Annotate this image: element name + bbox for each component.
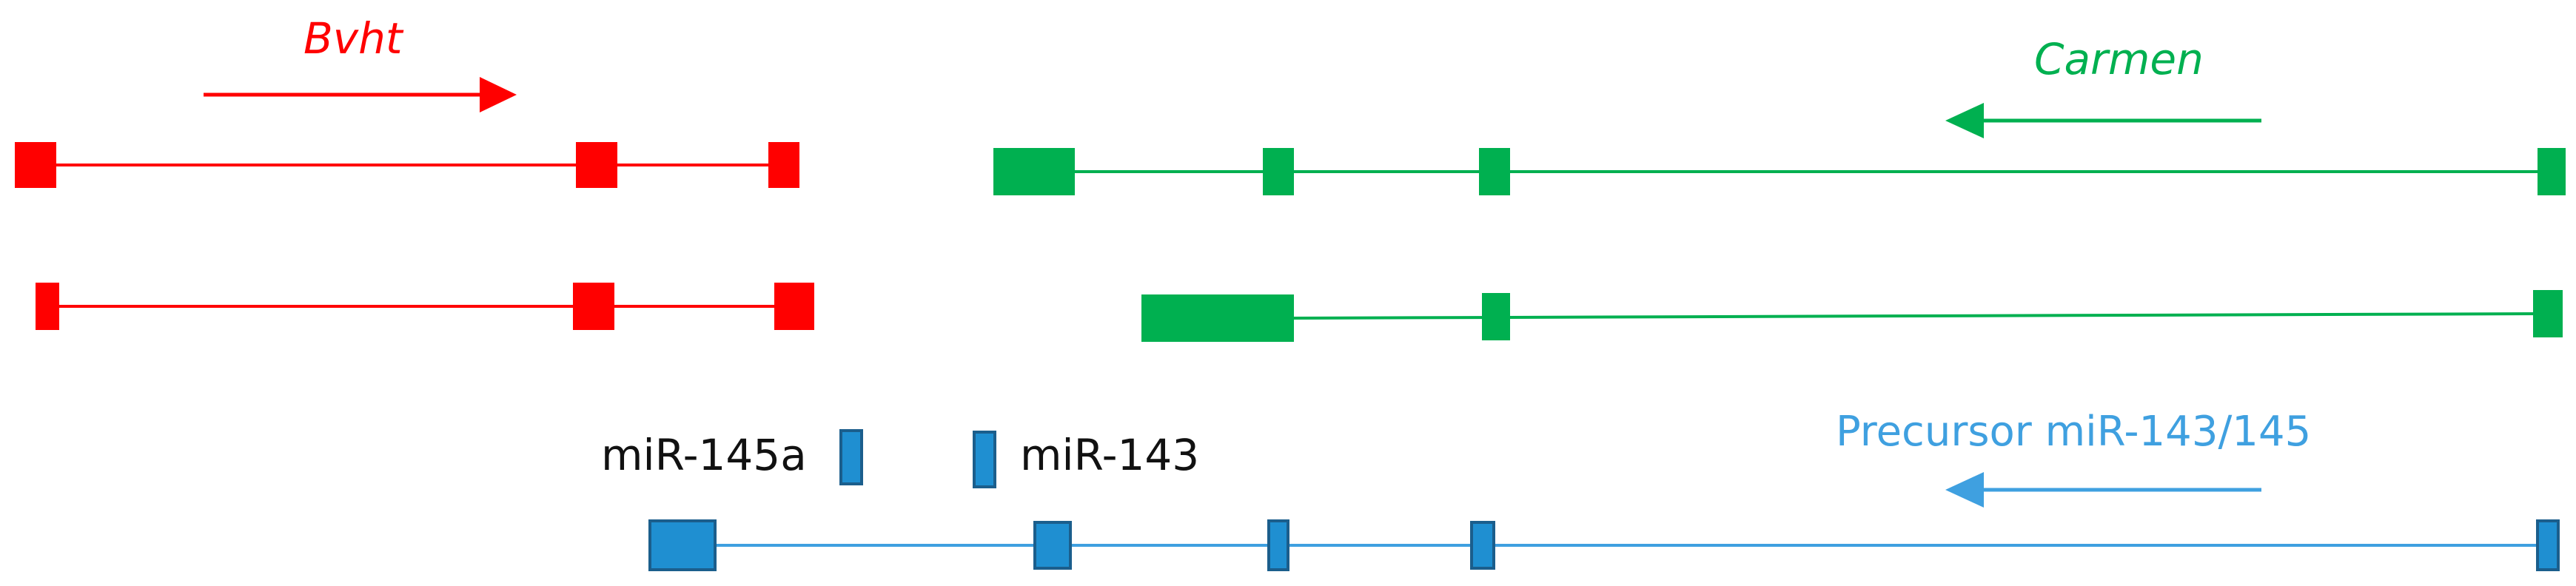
precursor-transcript	[648, 519, 2560, 571]
precursor-exon	[1470, 521, 1495, 570]
carmen-label: Carmen	[2034, 34, 2204, 84]
precursor-label: Precursor miR-143/145	[1836, 408, 2311, 456]
bvht-exon	[774, 283, 814, 330]
bvht-exon	[768, 142, 799, 188]
bvht-transcript-1	[15, 142, 799, 188]
bvht-arrow	[204, 77, 517, 112]
mir-145a-block	[839, 429, 863, 485]
mir-143-block	[973, 431, 996, 488]
bvht-exon	[15, 142, 56, 188]
carmen-exon	[2533, 290, 2563, 337]
bvht-exon	[36, 283, 59, 330]
carmen-exon	[2538, 148, 2566, 195]
precursor-exon	[648, 519, 717, 571]
bvht-exon	[576, 142, 617, 188]
precursor-exon	[1033, 521, 1072, 570]
bvht-exon	[573, 283, 614, 330]
carmen-transcript-2	[1141, 290, 2563, 342]
carmen-exon	[1482, 293, 1510, 340]
bvht-label: Bvht	[303, 13, 404, 64]
mir-145a-label: miR-145a	[601, 430, 807, 480]
carmen-exon	[1263, 148, 1294, 195]
carmen-exon	[993, 148, 1075, 195]
carmen-exon	[1479, 148, 1510, 195]
mir-143-label: miR-143	[1020, 430, 1199, 480]
carmen-exon	[1141, 294, 1294, 342]
precursor-arrow	[1945, 472, 2261, 508]
carmen-transcript-1	[993, 148, 2566, 195]
precursor-exon	[2536, 519, 2560, 571]
precursor-exon	[1267, 519, 1289, 571]
carmen-arrow	[1945, 103, 2261, 138]
bvht-transcript-2	[36, 283, 814, 330]
